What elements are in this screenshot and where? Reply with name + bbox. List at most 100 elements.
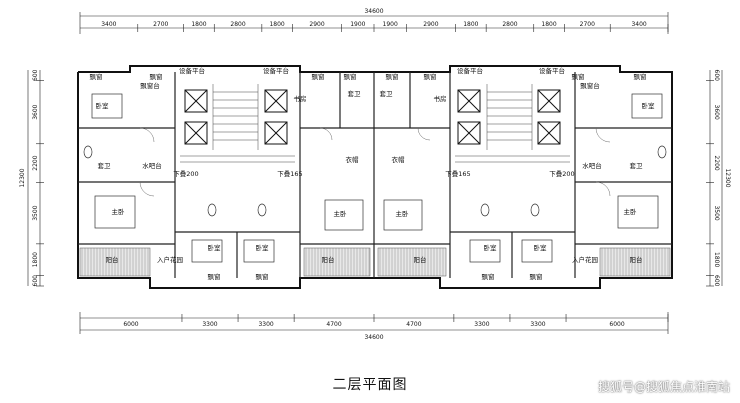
room-label-bedroom: 卧室 — [534, 243, 548, 252]
room-label-balcony: 阳台 — [414, 255, 427, 264]
room-label-bay: 飘窗 — [256, 272, 269, 281]
room-label-bay: 飘窗 — [572, 72, 585, 81]
right-dim-segment-label: 600 — [713, 70, 720, 82]
room-label-equip: 设备平台 — [539, 66, 565, 75]
left-dim-segment-label: 1800 — [32, 252, 39, 267]
room-label-wardrobe: 衣帽 — [346, 155, 360, 164]
bottom-dim-segment-label: 4700 — [326, 321, 341, 328]
room-label-entry: 入户花园 — [157, 255, 183, 264]
room-label-ensuite: 套卫 — [380, 89, 394, 98]
room-label-bay: 飘窗 — [424, 72, 437, 81]
right-dim-segment-label: 600 — [713, 275, 720, 287]
bottom-total-dim: 34600 — [364, 334, 383, 341]
outer-walls — [77, 65, 673, 289]
top-dim-segment-label: 2700 — [153, 21, 168, 28]
room-label-balcony: 阳台 — [106, 255, 119, 264]
top-dim-segment-label: 1800 — [269, 21, 284, 28]
left-dim-segment-label: 3600 — [32, 104, 39, 119]
right-total-dim: 12300 — [724, 168, 731, 187]
room-label-study: 书房 — [294, 94, 307, 103]
room-label-wardrobe: 衣帽 — [392, 155, 406, 164]
door-swings — [139, 127, 611, 197]
room-label-bay: 飘窗 — [482, 272, 495, 281]
room-label-bedroom: 卧室 — [256, 243, 270, 252]
top-total-dim: 34600 — [364, 8, 383, 15]
top-dim-segment-label: 2800 — [502, 21, 517, 28]
room-labels: 飘窗飘窗飘窗台设备平台设备平台飘窗飘窗飘窗飘窗设备平台设备平台飘窗飘窗飘窗台卧室… — [90, 66, 656, 281]
top-dim-segment-label: 2900 — [309, 21, 324, 28]
top-dim-segment-label: 2800 — [230, 21, 245, 28]
stair-treads — [180, 84, 570, 163]
bottom-dim-segment-label: 3300 — [530, 321, 545, 328]
room-label-stair_down_165: 下叠165 — [445, 170, 470, 178]
room-label-ensuite: 套卫 — [630, 161, 644, 170]
room-label-bay_platform: 飘窗台 — [580, 81, 600, 90]
room-label-bay: 飘窗 — [150, 72, 163, 81]
room-label-ensuite: 套卫 — [348, 89, 362, 98]
top-dim-segment-label: 1800 — [541, 21, 556, 28]
bottom-dim-segment-label: 3300 — [202, 321, 217, 328]
left-total-dim: 12300 — [19, 168, 26, 187]
room-label-equip: 设备平台 — [457, 66, 483, 75]
room-label-master: 主卧 — [396, 209, 410, 218]
right-dim-segment-label: 2200 — [713, 155, 720, 170]
top-dim-segment-label: 1900 — [383, 21, 398, 28]
left-dimension-segments: 600 3600 2200 3500 1800 600 — [32, 69, 44, 286]
room-label-bay: 飘窗 — [530, 272, 543, 281]
right-dim-segment-label: 3500 — [713, 205, 720, 220]
room-label-balcony: 阳台 — [322, 255, 335, 264]
elevator-shafts — [184, 89, 561, 145]
top-dim-segment-label: 2900 — [423, 21, 438, 28]
left-dim-segment-label: 2200 — [32, 155, 39, 170]
left-dim-segment-label: 3500 — [32, 205, 39, 220]
toilets — [83, 145, 667, 217]
top-dim-segment-label: 1800 — [191, 21, 206, 28]
bottom-dim-segment-label: 4700 — [406, 321, 421, 328]
room-label-bay: 飘窗 — [208, 272, 221, 281]
top-dim-segment-label: 3400 — [631, 21, 646, 28]
room-label-equip: 设备平台 — [179, 66, 205, 75]
room-label-bay: 飘窗 — [634, 72, 647, 81]
room-label-entry: 入户花园 — [572, 255, 598, 264]
room-label-bedroom: 卧室 — [484, 243, 498, 252]
right-dim-segment-label: 1800 — [713, 252, 720, 267]
room-label-bay_platform: 飘窗台 — [140, 81, 160, 90]
interior-walls — [78, 72, 672, 278]
bottom-dim-segment-label: 3300 — [474, 321, 489, 328]
room-label-bay: 飘窗 — [344, 72, 357, 81]
bottom-dim-segment-label: 3300 — [258, 321, 273, 328]
top-dim-segment-label: 2700 — [580, 21, 595, 28]
top-dim-segment-label: 1800 — [463, 21, 478, 28]
left-dim-segment-label: 600 — [32, 69, 39, 81]
top-dim-segment-label: 3400 — [101, 21, 116, 28]
room-label-master: 主卧 — [624, 207, 638, 216]
room-label-master: 主卧 — [334, 209, 348, 218]
bottom-dim-segment-label: 6000 — [609, 321, 624, 328]
room-label-bay: 飘窗 — [312, 72, 325, 81]
room-label-bedroom: 卧室 — [96, 101, 110, 110]
room-label-bay: 飘窗 — [386, 72, 399, 81]
room-label-balcony: 阳台 — [630, 255, 643, 264]
room-label-water: 水吧台 — [582, 161, 602, 170]
room-label-bedroom: 卧室 — [208, 243, 222, 252]
top-dim-segment-label: 1900 — [350, 21, 365, 28]
watermark: 搜狐号@搜狐焦点淮南站 — [597, 380, 730, 394]
room-label-study: 书房 — [434, 94, 447, 103]
top-dimension-segments: 3400 2700 1800 2800 1800 2900 1900 1900 2900 1800… — [101, 21, 669, 32]
hatch-lines — [81, 248, 669, 276]
room-label-stair_down_200: 下叠200 — [173, 170, 198, 178]
right-dim-segment-label: 3600 — [713, 105, 720, 120]
room-label-master: 主卧 — [112, 207, 126, 216]
side-dimension-lines — [27, 70, 723, 286]
left-dim-segment-label: 600 — [32, 275, 39, 287]
room-label-stair_down_200: 下叠200 — [549, 170, 574, 178]
beds — [91, 93, 663, 263]
room-label-water: 水吧台 — [142, 161, 162, 170]
room-label-stair_down_165: 下叠165 — [277, 170, 302, 178]
right-dimension-segments: 600 3600 2200 3500 1800 600 — [706, 70, 720, 287]
room-label-equip: 设备平台 — [263, 66, 289, 75]
room-label-bay: 飘窗 — [90, 72, 103, 81]
drawing-title: 二层平面图 — [332, 377, 408, 393]
